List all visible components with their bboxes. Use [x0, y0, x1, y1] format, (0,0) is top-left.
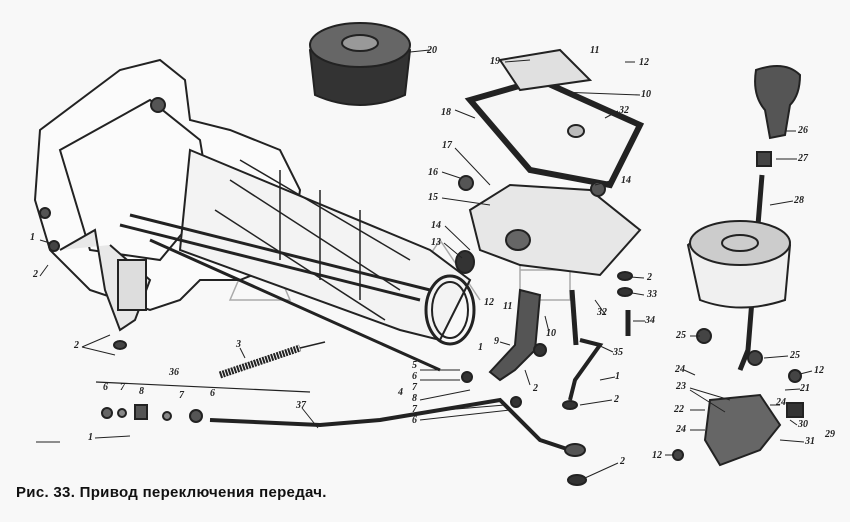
part-label: 1	[615, 371, 620, 382]
part-label: 23	[676, 381, 686, 392]
part-label: 12	[639, 57, 649, 68]
part-label: 25	[676, 330, 686, 341]
cover-and-gasket	[455, 48, 645, 277]
boot-top	[308, 22, 412, 106]
part-label: 9	[494, 336, 499, 347]
part-label: 20	[427, 45, 437, 56]
part-label: 32	[619, 105, 629, 116]
part-label: 24	[676, 424, 686, 435]
part-label: 7	[120, 382, 125, 393]
part-label: 32	[597, 307, 607, 318]
part-label: 19	[490, 56, 500, 67]
part-label: 8	[139, 386, 144, 397]
part-label: 27	[798, 153, 808, 164]
part-label: 7	[412, 382, 417, 393]
part-label: 25	[790, 350, 800, 361]
shift-lever	[672, 65, 804, 467]
part-label: 6	[412, 371, 417, 382]
part-label: 18	[441, 107, 451, 118]
part-label: 22	[674, 404, 684, 415]
part-label: 11	[590, 45, 600, 56]
part-label: 33	[647, 289, 657, 300]
part-label: 26	[798, 125, 808, 136]
part-label: 14	[431, 220, 441, 231]
part-label: 2	[620, 456, 625, 467]
part-label: 17	[442, 140, 452, 151]
part-label: 1	[30, 232, 35, 243]
part-label: 11	[503, 301, 513, 312]
part-label: 1	[88, 432, 93, 443]
part-label: 12	[814, 365, 824, 376]
part-label: 21	[800, 383, 810, 394]
part-label: 34	[645, 315, 655, 326]
part-label: 14	[621, 175, 631, 186]
part-label: 12	[484, 297, 494, 308]
part-label: 5	[412, 360, 417, 371]
part-label: 30	[798, 419, 808, 430]
part-label: 16	[428, 167, 438, 178]
part-label: 3	[236, 339, 241, 350]
figure-caption: Рис. 33. Привод переключения передач.	[16, 484, 327, 501]
part-label: 15	[428, 192, 438, 203]
part-label: 2	[614, 394, 619, 405]
part-label: 24	[776, 397, 786, 408]
part-label: 37	[296, 400, 306, 411]
part-label: 24	[675, 364, 685, 375]
part-label: 10	[546, 328, 556, 339]
gearbox-housing	[33, 58, 476, 372]
part-label: 13	[431, 237, 441, 248]
part-label: 36	[169, 367, 179, 378]
spring-and-rod	[95, 341, 326, 423]
part-label: 2	[74, 340, 79, 351]
part-label: 6	[412, 415, 417, 426]
part-label: 4	[398, 387, 403, 398]
leader-lines	[36, 49, 813, 479]
part-label: 7	[412, 404, 417, 415]
part-label: 28	[794, 195, 804, 206]
part-label: 8	[412, 393, 417, 404]
part-label: 2	[33, 269, 38, 280]
part-label: 6	[210, 388, 215, 399]
part-label: 10	[641, 89, 651, 100]
part-label: 1	[478, 342, 483, 353]
left-lever-assembly	[48, 228, 152, 350]
part-label: 12	[652, 450, 662, 461]
part-label: 7	[179, 390, 184, 401]
part-label: 2	[647, 272, 652, 283]
part-label: 6	[103, 382, 108, 393]
part-label: 29	[825, 429, 835, 440]
part-label: 35	[613, 347, 623, 358]
part-label: 2	[533, 383, 538, 394]
part-label: 31	[805, 436, 815, 447]
